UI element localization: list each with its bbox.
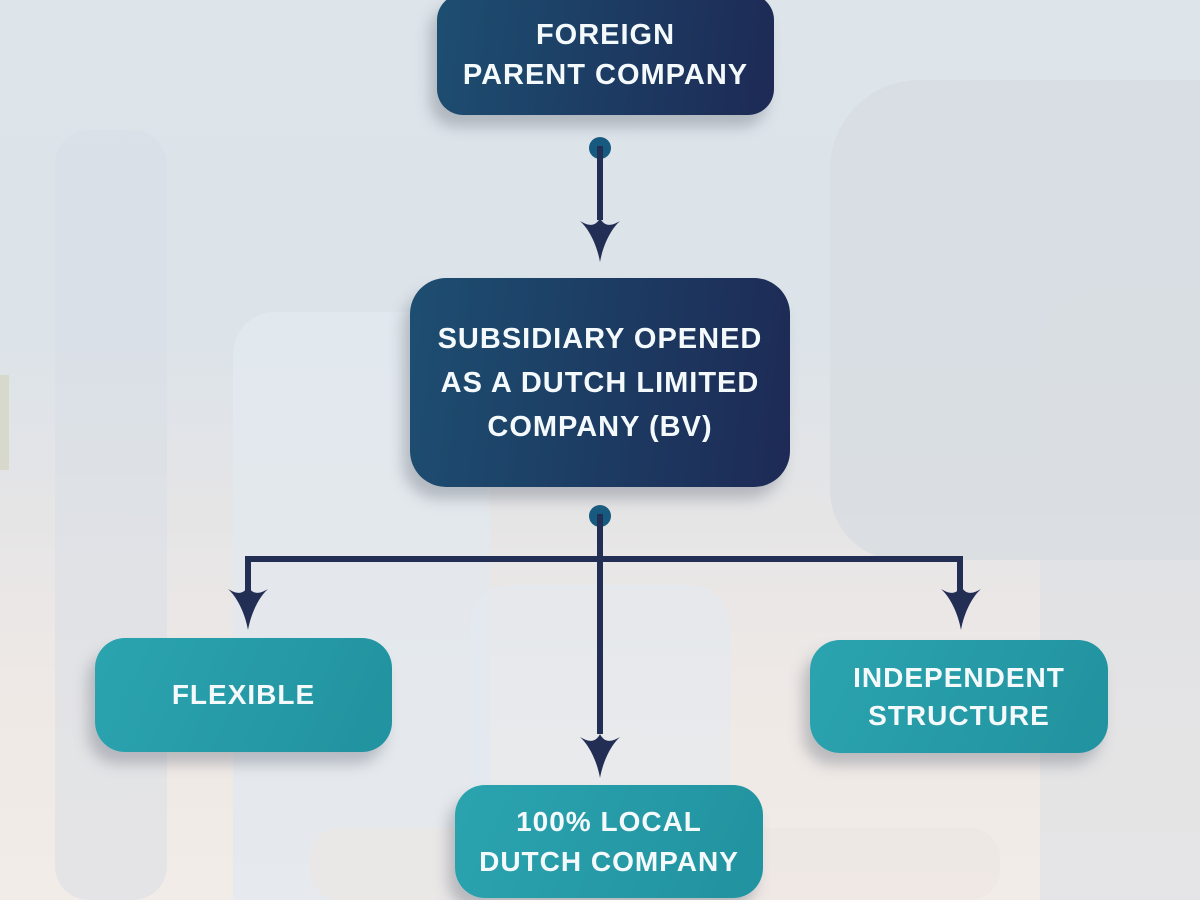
node-label-line: 100% LOCAL [516,805,702,837]
background-shape [55,130,167,900]
node-label-line: INDEPENDENT [853,661,1065,693]
arrowhead-down-icon [228,586,268,630]
node-label-line: COMPANY (BV) [487,410,713,443]
background-shape [830,80,1200,560]
node-label-line: FOREIGN [535,18,676,51]
node-label-line: FLEXIBLE [171,679,316,710]
node-foreign-parent-company: FOREIGN PARENT COMPANY [437,0,774,115]
node-label-line: STRUCTURE [868,699,1050,731]
node-label-line: PARENT COMPANY [462,58,749,91]
connector-line-branch-center [597,556,603,734]
node-label-line: SUBSIDIARY OPENED [437,322,763,355]
arrowhead-down-icon [580,734,620,778]
connector-line-branch-horizontal [245,556,963,562]
node-flexible: FLEXIBLE [95,638,392,752]
node-independent-structure: INDEPENDENT STRUCTURE [810,640,1108,753]
connector-line-subsidiary-stem [597,514,603,558]
node-label-line: DUTCH COMPANY [479,845,739,877]
connector-line-parent-subsidiary [597,146,603,220]
background-shape [0,375,9,470]
node-label-line: AS A DUTCH LIMITED [440,366,760,399]
arrowhead-down-icon [580,218,620,262]
arrowhead-down-icon [941,586,981,630]
node-subsidiary-dutch-bv: SUBSIDIARY OPENED AS A DUTCH LIMITED COM… [410,278,790,487]
connector-line-branch-right [957,556,963,596]
background-shape [1040,290,1200,900]
node-100-percent-local-dutch-company: 100% LOCAL DUTCH COMPANY [455,785,763,898]
connector-line-branch-left [245,556,251,596]
